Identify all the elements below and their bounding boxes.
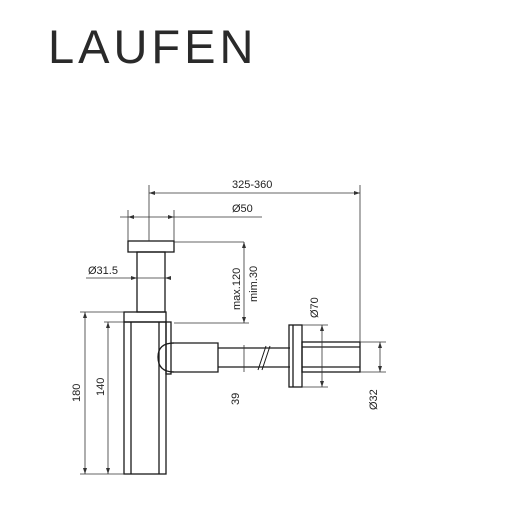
brand-logo: LAUFEN: [48, 20, 257, 73]
dim-outlet-diameter: Ø32: [368, 389, 380, 410]
dim-min-height: mim.30: [248, 266, 260, 302]
top-cap: [127, 240, 175, 253]
dim-overall-reach: 325-360: [232, 179, 272, 191]
logo-text: LAUFEN: [48, 20, 257, 73]
dim-flange-diameter: Ø70: [309, 297, 321, 318]
dim-top-diameter: Ø50: [232, 203, 253, 215]
dim-height-140: 140: [95, 378, 107, 396]
dimension-arrows: [83, 191, 382, 474]
siphon-outline: [123, 240, 361, 475]
dim-tube-diameter: Ø31.5: [88, 265, 118, 277]
dim-max-height: max.120: [231, 268, 243, 310]
dim-offset-39: 39: [230, 393, 242, 405]
inlet-tube: [136, 251, 166, 313]
wall-flange: [288, 324, 303, 388]
dimension-lines: [80, 185, 386, 475]
elbow: [171, 342, 219, 373]
bottle-body: [123, 321, 167, 475]
wall-pipe: [301, 341, 361, 373]
collar: [123, 311, 167, 323]
dim-height-180: 180: [71, 384, 83, 402]
